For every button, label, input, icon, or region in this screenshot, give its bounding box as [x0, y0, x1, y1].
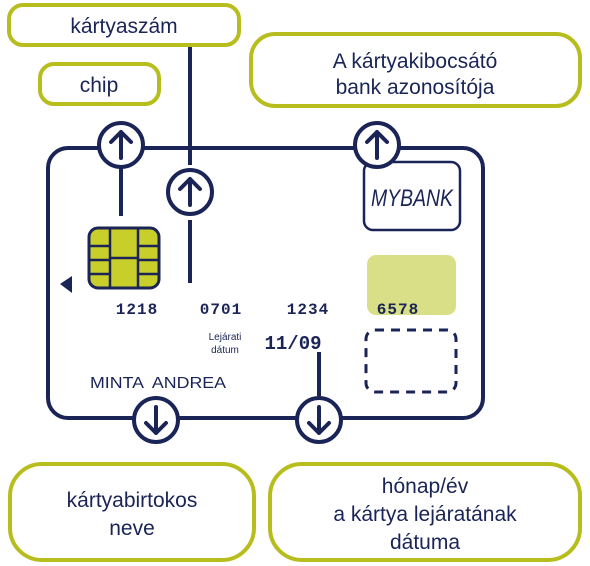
bank-logo-box [362, 160, 462, 232]
arrow-up-circle-icon [353, 121, 401, 169]
chip-label: chip [80, 74, 119, 97]
expiry-caption-line1: Lejárati [209, 332, 242, 343]
expiry-label-line1: hónap/év [382, 475, 469, 498]
holder-label-box [8, 462, 256, 562]
expiry-label-line3: dátuma [390, 531, 460, 554]
arrow-down-circle-icon [132, 396, 180, 444]
arrow-up-circle-icon [97, 121, 145, 169]
bank-id-label-box [249, 32, 582, 108]
card-number-group-4: 6578 [377, 301, 419, 319]
bank-logo-text: MYBANK [371, 185, 454, 212]
arrow-down-circle-icon [295, 396, 343, 444]
card-number-group-3: 1234 [287, 301, 329, 319]
expiry-caption-line2: dátum [211, 345, 239, 356]
card-holder-name: MINTA ANDREA [90, 375, 226, 392]
expiry-value: 11/09 [264, 333, 321, 355]
card-number-label: kártyaszám [70, 15, 177, 38]
dashed-placeholder-box [364, 328, 458, 394]
chip-graphic [87, 226, 161, 290]
bank-id-label-line1: A kártyakibocsátó [333, 50, 498, 73]
bank-id-label-line2: bank azonosítója [336, 76, 495, 99]
triangle-left-icon [60, 276, 72, 293]
hologram-pad [367, 255, 456, 315]
card-number-label-box [7, 3, 241, 47]
holder-label-line2: neve [109, 517, 155, 540]
expiry-label-line2: a kártya lejáratának [333, 503, 517, 526]
card-number-group-1: 1218 [116, 301, 158, 319]
card-number-group-2: 0701 [200, 301, 242, 319]
expiry-label-box [268, 462, 582, 562]
arrow-up-circle-icon [166, 168, 214, 216]
chip-label-box [38, 62, 161, 106]
holder-label-line1: kártyabirtokos [67, 489, 198, 512]
